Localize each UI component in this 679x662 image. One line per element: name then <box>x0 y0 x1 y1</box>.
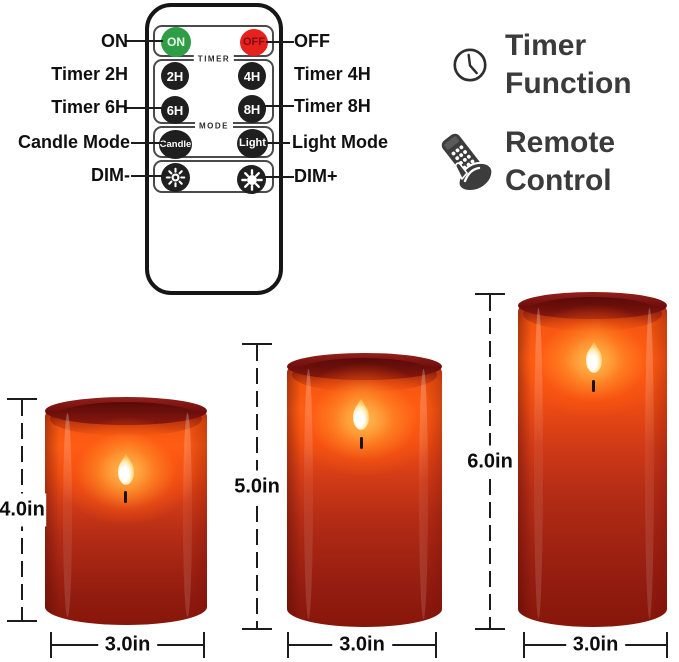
glass-reflection <box>644 308 654 619</box>
timer-2h-label: Timer 2H <box>51 64 128 84</box>
timer-function-text: Timer Function <box>505 27 632 103</box>
width-label-medium: 3.0in <box>332 633 392 657</box>
width-dimension-large: 3.0in <box>523 632 668 658</box>
remote-hand-icon <box>432 133 498 204</box>
width-label-large: 3.0in <box>565 633 626 657</box>
remote-control-line2: Control <box>505 164 612 197</box>
callout-line-on <box>126 40 163 42</box>
remote-control-line1: Remote <box>505 126 616 159</box>
flame-icon <box>349 398 373 436</box>
clock-icon <box>451 46 489 89</box>
timer-section-label: TIMER <box>193 54 235 64</box>
light-mode-label: Light Mode <box>292 132 388 152</box>
callout-line-candle-mode <box>131 142 162 144</box>
height-label-medium: 5.0in <box>233 470 281 503</box>
timer-function-line1: Timer <box>505 29 587 62</box>
on-label: ON <box>101 31 128 51</box>
timer-6h-button[interactable]: 6H <box>161 96 189 124</box>
off-label: OFF <box>294 31 330 51</box>
dim-minus-button[interactable] <box>161 163 190 192</box>
timer-6h-label: Timer 6H <box>51 97 128 117</box>
glass-reflection <box>62 413 72 617</box>
width-dimension-medium: 3.0in <box>287 632 437 658</box>
sun-outline-icon <box>165 167 186 188</box>
timer-8h-label: Timer 8H <box>294 96 371 116</box>
glass-reflection <box>304 369 314 619</box>
timer-8h-button[interactable]: 8H <box>238 95 266 123</box>
width-label-small: 3.0in <box>97 633 158 657</box>
timer-function-line2: Function <box>505 67 632 100</box>
candle-mode-label: Candle Mode <box>17 132 130 152</box>
candle-mode-button[interactable]: Candle <box>159 130 192 159</box>
remote-control-text: Remote Control <box>505 124 615 200</box>
flame-icon <box>582 341 606 379</box>
candle-medium <box>287 353 442 627</box>
height-dimension-medium: 5.0in <box>233 343 281 630</box>
glass-reflection <box>534 308 544 619</box>
callout-line-dim-plus <box>265 176 294 178</box>
sun-filled-icon <box>240 168 263 191</box>
height-dimension-small: 4.0in <box>0 398 46 622</box>
glass-reflection <box>419 369 429 619</box>
light-mode-button[interactable]: Light <box>237 129 268 158</box>
candle-wick <box>124 491 127 503</box>
callout-line-off <box>266 41 294 43</box>
callout-line-timer6 <box>124 107 164 109</box>
candle-wick <box>360 437 363 449</box>
height-label-small: 4.0in <box>0 493 46 527</box>
callout-line-dim-minus <box>131 175 162 177</box>
candle-large <box>518 292 668 627</box>
dim-plus-label: DIM+ <box>294 166 338 186</box>
off-button[interactable]: OFF <box>240 29 268 56</box>
timer-4h-button[interactable]: 4H <box>238 62 266 90</box>
candle-wick <box>592 380 595 392</box>
candle-small <box>45 397 207 625</box>
on-button[interactable]: ON <box>161 27 191 57</box>
height-label-large: 6.0in <box>466 445 514 478</box>
callout-line-timer8 <box>264 105 294 107</box>
flame-icon <box>114 453 138 491</box>
height-dimension-large: 6.0in <box>466 293 514 630</box>
callout-line-light-mode <box>267 142 290 144</box>
remote-control: TIMER MODE ON OFF 2H 4H 6H 8H Candle Lig… <box>145 3 283 295</box>
dim-minus-label: DIM- <box>91 165 130 185</box>
dim-plus-button[interactable] <box>237 165 266 194</box>
timer-2h-button[interactable]: 2H <box>161 62 189 90</box>
mode-section-label: MODE <box>195 121 233 131</box>
timer-4h-label: Timer 4H <box>294 64 371 84</box>
width-dimension-small: 3.0in <box>50 632 205 658</box>
glass-reflection <box>183 413 193 617</box>
